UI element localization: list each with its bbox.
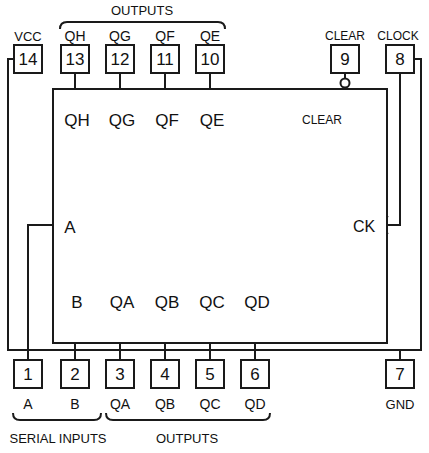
chip-body: QH QG QF QE CLEAR A CK B QA QB QC QD [52, 88, 388, 344]
pin-box: 3 [105, 359, 135, 389]
gnd-stub [399, 350, 401, 359]
signal-name: B [69, 397, 80, 411]
pin-box: 11 [150, 44, 180, 74]
pin-name: QH [64, 112, 90, 129]
signal-name: CLOCK [376, 30, 419, 42]
pin-number: 11 [156, 51, 174, 68]
pin-name: QA [110, 294, 135, 311]
pin-box: 8 [385, 44, 415, 74]
pin-number: 5 [205, 366, 214, 383]
pin-name: QC [199, 294, 225, 311]
pin-wire [28, 225, 52, 359]
pin-wire [164, 344, 166, 359]
pin-number: 12 [111, 51, 130, 68]
group-label: OUTPUTS [110, 4, 174, 17]
pin-name: B [71, 294, 82, 311]
serial-inputs-bracket [13, 413, 101, 420]
pin-wire [209, 74, 211, 88]
pin-wire [119, 344, 121, 359]
pin-number: 14 [19, 51, 38, 68]
clear-bubble [341, 79, 350, 88]
pin-wire [74, 344, 76, 359]
pin-number: 4 [160, 366, 169, 383]
outputs-bracket [106, 413, 270, 420]
signal-name: QD [244, 397, 267, 411]
pin-number: 13 [66, 51, 85, 68]
pin-box: 5 [195, 359, 225, 389]
pin-wire [119, 74, 121, 88]
pin-box: 12 [105, 44, 135, 74]
signal-name: QE [199, 29, 221, 43]
pin-wire [388, 74, 400, 225]
signal-name: QG [108, 29, 132, 43]
signal-name: VCC [13, 30, 42, 43]
signal-name: GND [385, 398, 416, 411]
pin-number: 3 [115, 366, 124, 383]
pin-number: 2 [70, 366, 79, 383]
pin-box: 9 [330, 44, 360, 74]
signal-name: QA [109, 397, 131, 411]
pin-box: 14 [13, 44, 43, 74]
pin-wire [254, 344, 256, 359]
pin-wire [209, 344, 211, 359]
signal-name: QB [154, 397, 176, 411]
pin-box: 4 [150, 359, 180, 389]
pin-name: QB [155, 294, 180, 311]
signal-name: QF [154, 29, 175, 43]
pin-box: 7 [385, 359, 415, 389]
signal-name: QC [199, 397, 222, 411]
group-label: SERIAL INPUTS [8, 432, 107, 445]
pin-name: QG [109, 112, 135, 129]
pin-box: 2 [60, 359, 90, 389]
pin-number: 7 [395, 366, 404, 383]
signal-name: CLEAR [324, 30, 366, 42]
pin-number: 8 [395, 51, 404, 68]
pin-name: QF [155, 112, 179, 129]
pin-wire [164, 74, 166, 88]
vcc-gnd-rail [8, 59, 421, 350]
pin-name: A [64, 219, 75, 236]
pin-number: 9 [340, 51, 349, 68]
pin-box: 13 [60, 44, 90, 74]
pin-name: CLEAR [302, 114, 342, 126]
pin-wire [74, 74, 76, 88]
group-label: OUTPUTS [155, 432, 219, 445]
pin-number: 1 [23, 366, 32, 383]
outputs-bracket [60, 22, 225, 29]
pin-number: 6 [250, 366, 259, 383]
pin-name: QD [244, 294, 270, 311]
pin-box: 6 [240, 359, 270, 389]
signal-name: QH [64, 29, 87, 43]
pin-name: QE [200, 112, 225, 129]
pin-name: CK [353, 219, 375, 235]
signal-name: A [22, 397, 33, 411]
pin-number: 10 [201, 51, 220, 68]
pin-box: 1 [13, 359, 43, 389]
pin-box: 10 [195, 44, 225, 74]
